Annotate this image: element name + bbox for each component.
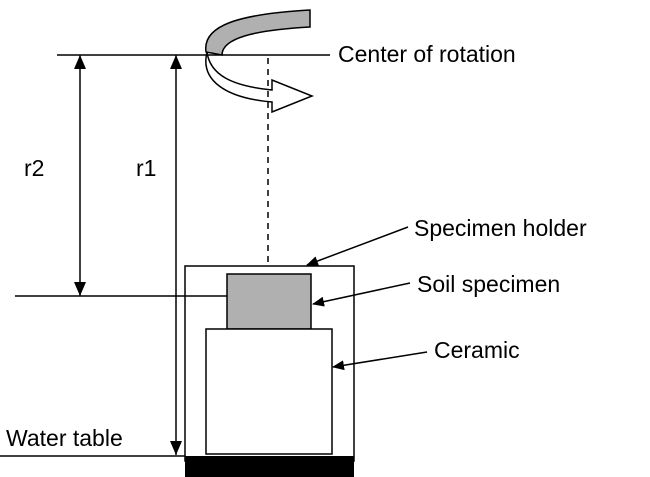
holder-base	[185, 456, 354, 477]
r1-arrow-bottom	[170, 441, 182, 455]
specimen-holder-label: Specimen holder	[414, 215, 587, 241]
specimen-holder-leader	[306, 226, 409, 266]
soil-specimen	[226, 273, 312, 330]
r2-arrow-bottom	[74, 282, 86, 296]
soil-specimen-label: Soil specimen	[417, 271, 560, 297]
soil-specimen-leader	[312, 282, 411, 307]
ceramic-leader	[332, 351, 428, 371]
r2-label: r2	[24, 155, 44, 181]
water-table-label: Water table	[6, 425, 123, 451]
rotation-arrow-band	[205, 9, 311, 56]
r1-arrow-top	[170, 55, 182, 69]
r2-arrow-top	[74, 55, 86, 69]
r1-label: r1	[136, 155, 156, 181]
ceramic	[205, 328, 333, 455]
rotation-arrow-outline	[205, 51, 315, 114]
ceramic-label: Ceramic	[434, 337, 520, 363]
center-of-rotation-label: Center of rotation	[338, 41, 516, 67]
